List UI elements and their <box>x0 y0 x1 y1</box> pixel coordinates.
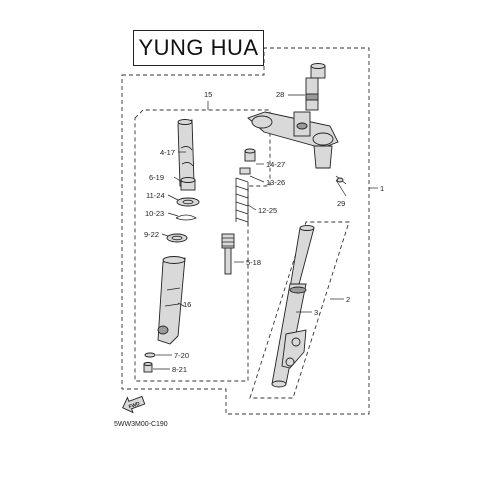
callout-8-21: 8-21 <box>172 365 187 374</box>
callout-1: 1 <box>380 184 384 193</box>
damper-rod-5-18 <box>221 233 235 275</box>
callout-13-26: 13-26 <box>266 178 285 187</box>
brand-title-box: YUNG HUA <box>133 30 264 66</box>
fwd-label: FWD <box>128 401 141 411</box>
oil-seal-6-19 <box>180 177 196 191</box>
inner-tube-4-17 <box>177 119 195 187</box>
callout-3: 3 <box>314 308 318 317</box>
washer-11-24 <box>176 197 200 207</box>
callout-6-19: 6-19 <box>149 173 164 182</box>
callout-16: 16 <box>183 300 191 309</box>
dust-seal-9-22 <box>166 233 188 243</box>
callout-4-17: 4-17 <box>160 148 175 157</box>
callout-10-23: 10-23 <box>145 209 164 218</box>
bolt-8-21 <box>143 362 153 373</box>
group-2-outline <box>249 221 350 399</box>
cap-bolt-14-27 <box>244 148 256 162</box>
callout-7-20: 7-20 <box>174 351 189 360</box>
washer-7-20 <box>144 352 156 358</box>
group-15-outline <box>134 109 271 382</box>
outer-tube-16 <box>157 256 186 345</box>
bolt-29 <box>335 175 347 185</box>
spacer-13-26 <box>239 167 251 175</box>
callout-11-24: 11-24 <box>146 191 165 200</box>
callout-15: 15 <box>204 90 212 99</box>
steering-stem-28 <box>247 63 339 169</box>
fwd-arrow-icon: FWD <box>122 395 146 414</box>
circlip-10-23 <box>175 214 197 221</box>
callout-14-27: 14-27 <box>266 160 285 169</box>
callout-29: 29 <box>337 199 345 208</box>
diagram-code: 5WW3M00-C190 <box>114 421 168 428</box>
callout-2: 2 <box>346 295 350 304</box>
callout-5-18: 5-18 <box>246 258 261 267</box>
brand-title: YUNG HUA <box>138 35 259 60</box>
callout-28: 28 <box>276 90 284 99</box>
spring-12-25 <box>235 177 249 226</box>
fork-leg-3 <box>271 225 315 388</box>
assembly-1-outline <box>121 47 370 415</box>
callout-9-22: 9-22 <box>144 230 159 239</box>
callout-12-25: 12-25 <box>258 206 277 215</box>
